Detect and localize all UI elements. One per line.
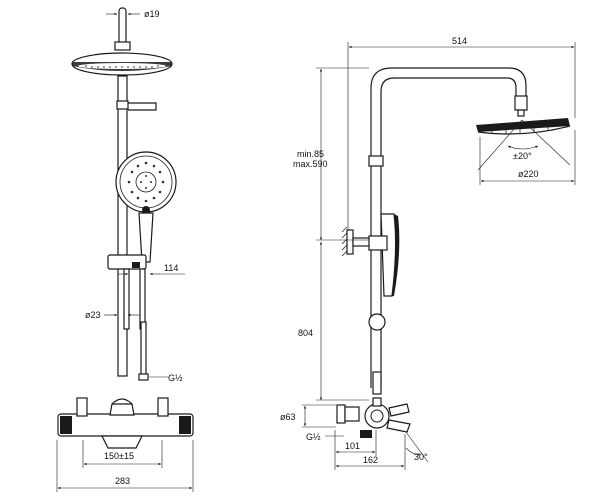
hose-fitting [138, 321, 149, 381]
riser-pipe [117, 75, 128, 377]
dim-114: 114 [118, 263, 185, 276]
label-spout-angle: 30° [414, 452, 428, 462]
height-collar [368, 155, 384, 167]
label-spout-depth: 162 [363, 455, 378, 465]
label-thread-side: G½ [306, 432, 321, 442]
dim-thread-side: G½ [306, 432, 344, 442]
label-top-diameter: ø19 [144, 9, 160, 19]
label-114: 114 [164, 263, 178, 273]
head-connector [514, 95, 528, 117]
label-bar-height: 804 [298, 328, 313, 338]
slide-bracket [107, 254, 147, 330]
label-swivel: ±20° [513, 151, 532, 161]
label-height-max: max.590 [293, 159, 328, 169]
dim-inlet-spacing: 150±15 [82, 440, 163, 468]
swivel-angle: ±20° [477, 119, 571, 171]
arched-pipe [370, 67, 527, 388]
dim-spout-depth: 162 [335, 434, 406, 470]
dim-height-adjust: min.85 max.590 [293, 67, 369, 241]
dim-projection: 514 [347, 36, 576, 238]
thermostatic-mixer [57, 397, 194, 449]
label-projection: 514 [452, 36, 467, 46]
dim-thread-front: G½ [149, 373, 183, 383]
label-thread-front: G½ [168, 373, 183, 383]
slider-knob [368, 313, 386, 331]
label-total-width: 283 [115, 476, 130, 486]
hanger-bracket [116, 100, 157, 111]
dim-bar-height: 804 [298, 239, 369, 401]
hand-shower-side [368, 213, 400, 297]
label-pipe-diameter: ø23 [85, 310, 101, 320]
front-view: 114 ø19 ø23 G½ [56, 7, 194, 492]
dim-mixer-diameter: ø63 [280, 404, 336, 428]
label-mixer-depth: 101 [345, 441, 360, 451]
label-height-min: min.85 [297, 149, 324, 159]
dim-top-diameter: ø19 [106, 9, 160, 19]
label-inlet-spacing: 150±15 [104, 451, 134, 461]
dim-pipe-diameter: ø23 [85, 310, 140, 320]
rain-shower-head [71, 52, 173, 76]
dim-mixer-depth: 101 [334, 430, 377, 470]
label-head-diameter: ø220 [518, 169, 539, 179]
hose-fitting-side [372, 371, 382, 395]
side-view: ±20° ø220 514 min.85 max.590 [280, 36, 576, 470]
dim-head-diameter: ø220 [479, 130, 576, 185]
dim-total-width: 283 [56, 440, 194, 492]
wall-bracket [341, 226, 372, 257]
spout-angle: 30° [405, 431, 429, 463]
label-mixer-diameter: ø63 [280, 412, 296, 422]
mixer-side [336, 397, 411, 438]
top-pipe [114, 7, 131, 51]
hand-shower-head [115, 151, 177, 263]
rain-head-side [476, 118, 571, 135]
